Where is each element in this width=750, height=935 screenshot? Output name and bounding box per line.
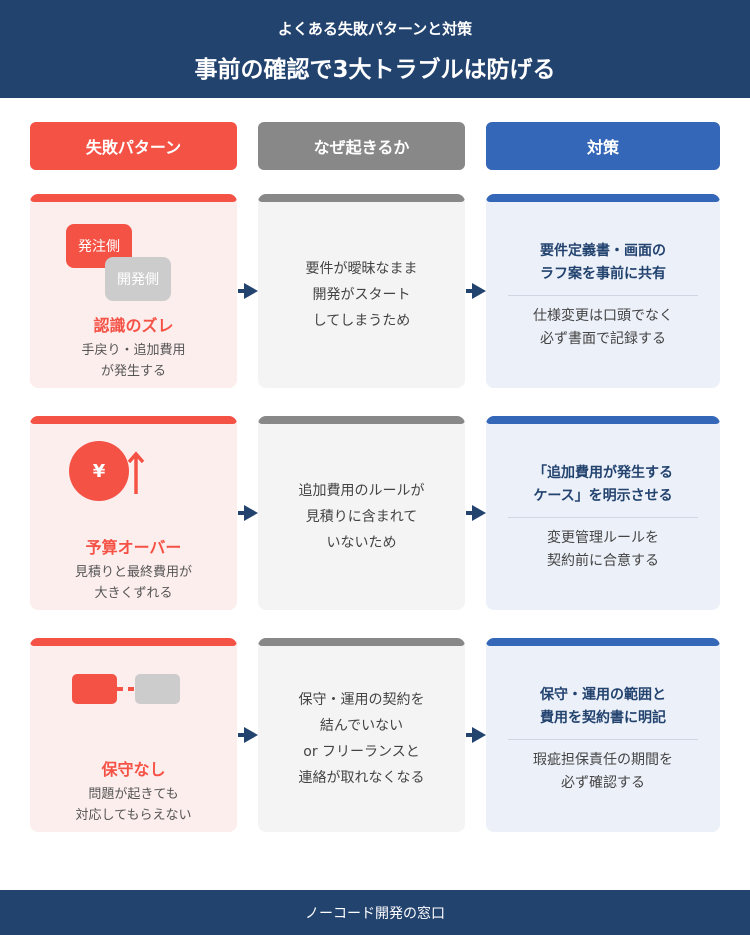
failure-label: 認識のズレ [93, 316, 174, 335]
failure-card: 保守なし 問題が起きても対応してもらえない [30, 638, 237, 832]
header: よくある失敗パターンと対策 事前の確認で3大トラブルは防げる [0, 0, 750, 98]
failure-card: ¥ 予算オーバー 見積りと最終費用が大きくずれる [30, 416, 237, 610]
failure-desc: 手戻り・追加費用が発生する [81, 343, 186, 379]
failure-desc: 見積りと最終費用が大きくずれる [74, 565, 192, 601]
failure-card: 発注側 開発側 認識のズレ 手戻り・追加費用が発生する [30, 194, 237, 388]
arrow-icon [238, 505, 258, 521]
developer-tag: 開発側 [105, 257, 171, 301]
failure-label: 保守なし [101, 760, 166, 779]
failure-label: 予算オーバー [85, 538, 182, 557]
failure-desc: 問題が起きても対応してもらえない [75, 787, 192, 823]
client-tag: 発注側 [66, 224, 132, 268]
arrow-icon [466, 283, 486, 299]
fix-card: 「追加費用が発生するケース」を明示させる変更管理ルールを契約前に合意する [486, 416, 720, 610]
header-subtitle: よくある失敗パターンと対策 [277, 20, 473, 38]
footer: ノーコード開発の窓口 [0, 890, 750, 935]
divider [508, 738, 698, 740]
divider [508, 294, 698, 296]
arrow-icon [466, 727, 486, 743]
column-header-failure: 失敗パターン [30, 122, 237, 170]
arrow-icon [238, 283, 258, 299]
cause-card: 追加費用のルールが見積りに含まれていないため [258, 416, 465, 610]
arrow-icon [466, 505, 486, 521]
column-header-fix: 対策 [486, 122, 720, 170]
cause-card: 要件が曖昧なまま開発がスタートしてしまうため [258, 194, 465, 388]
column-header-cause: なぜ起きるか [258, 122, 465, 170]
arrow-icon [238, 727, 258, 743]
header-title: 事前の確認で3大トラブルは防げる [194, 57, 556, 83]
divider [508, 516, 698, 518]
fix-card: 要件定義書・画面のラフ案を事前に共有仕様変更は口頭でなく必ず書面で記録する [486, 194, 720, 388]
fix-card: 保守・運用の範囲と費用を契約書に明記瑕疵担保責任の期間を必ず確認する [486, 638, 720, 832]
